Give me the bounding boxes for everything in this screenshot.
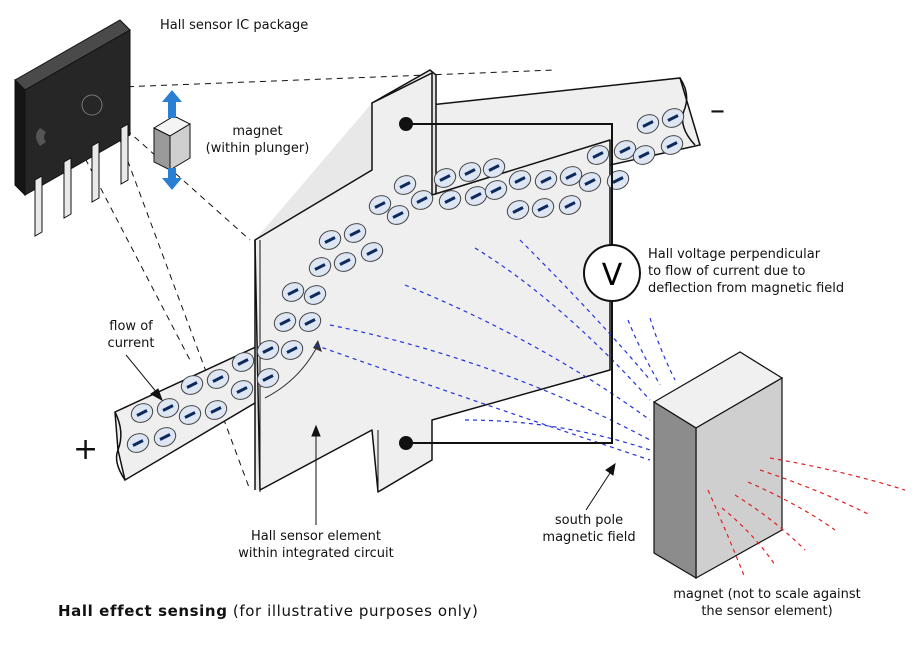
electron-icon	[273, 312, 297, 332]
plunger-magnet	[152, 115, 192, 171]
magnet-scale-label: magnet (not to scale against the sensor …	[662, 586, 872, 620]
south-pole-label: south pole magnetic field	[534, 512, 644, 546]
bottom-contact	[399, 436, 413, 450]
electron-icon	[360, 242, 384, 262]
caption-bold: Hall effect sensing	[58, 602, 228, 620]
electron-icon	[393, 175, 417, 195]
electron-icon	[256, 368, 280, 388]
magnet-icon	[652, 351, 784, 580]
electron-icon	[156, 398, 180, 418]
electron-icon	[558, 195, 582, 215]
electron-icon	[308, 257, 332, 277]
plunger-magnet-label: magnet (within plunger)	[200, 123, 315, 157]
electron-icon	[660, 135, 684, 155]
electron-icon	[178, 405, 202, 425]
plunger-magnet-label-line1: magnet	[232, 124, 283, 139]
hall-voltage-line3: deflection from magnetic field	[648, 281, 845, 296]
electron-icon	[559, 166, 583, 186]
electron-icon	[531, 198, 555, 218]
ic-package-label: Hall sensor IC package	[160, 18, 309, 33]
blue-field-lines	[314, 239, 676, 461]
electron-icon	[333, 252, 357, 272]
flow-label-line1: flow of	[109, 319, 153, 334]
electron-icon	[484, 180, 508, 200]
red-field-lines	[707, 457, 906, 579]
electron-icon	[506, 200, 530, 220]
electron-icon	[410, 190, 434, 210]
electron-icon	[632, 145, 656, 165]
electron-icon	[464, 186, 488, 206]
south-pole-line1: south pole	[554, 513, 624, 528]
electron-icon	[386, 205, 410, 225]
flow-label: flow of current	[92, 318, 170, 352]
electron-icon	[508, 170, 532, 190]
caption-normal: (for illustrative purposes only)	[227, 602, 479, 620]
annotation-arrows	[125, 354, 616, 525]
blue-arrow-icon	[162, 90, 182, 190]
electron-icon	[343, 223, 367, 243]
electron-icon	[180, 375, 204, 395]
plunger-magnet-label-line2: (within plunger)	[205, 141, 310, 156]
hall-voltage-label: Hall voltage perpendicular to flow of cu…	[648, 246, 844, 297]
deflection-arrow	[264, 344, 319, 399]
electron-icon	[204, 400, 228, 420]
electron-icon	[661, 108, 685, 128]
electron-icon	[368, 195, 392, 215]
hall-voltage-line1: Hall voltage perpendicular	[648, 247, 821, 262]
electron-icon	[280, 340, 304, 360]
sensor-element-line2: within integrated circuit	[238, 546, 394, 561]
electron-icon	[458, 162, 482, 182]
electron-icon	[153, 427, 177, 447]
hall-voltage-line2: to flow of current due to	[648, 264, 806, 279]
magnet-scale-line1: magnet (not to scale against	[673, 587, 861, 602]
sensor-element-label: Hall sensor element within integrated ci…	[226, 528, 406, 562]
circuit-wires	[406, 123, 613, 444]
electron-icon	[438, 190, 462, 210]
flow-label-line2: current	[107, 336, 155, 351]
electron-icon	[256, 340, 280, 360]
top-contact	[399, 117, 413, 131]
minus-sign: –	[710, 93, 725, 128]
electron-icon	[433, 168, 457, 188]
voltmeter-icon: V	[583, 244, 641, 302]
electron-icon	[298, 312, 322, 332]
electron-icon	[318, 230, 342, 250]
electron-icon	[130, 403, 154, 423]
ic-chip-icon	[14, 19, 131, 237]
electron-icon	[281, 282, 305, 302]
electron-icon	[482, 158, 506, 178]
sensor-element-line1: Hall sensor element	[251, 529, 381, 544]
electron-icon	[126, 433, 150, 453]
svg-text:V: V	[602, 258, 623, 293]
electron-icon	[206, 369, 230, 389]
electron-icon	[578, 172, 602, 192]
plus-sign: +	[73, 432, 99, 467]
caption: Hall effect sensing (for illustrative pu…	[58, 602, 478, 620]
electron-icon	[231, 352, 255, 372]
electron-icon	[636, 114, 660, 134]
electron-icon	[230, 380, 254, 400]
electron-icon	[613, 140, 637, 160]
electron-icon	[303, 285, 327, 305]
electron-icon	[586, 145, 610, 165]
electron-icon	[534, 170, 558, 190]
south-pole-line2: magnetic field	[542, 530, 636, 545]
magnet-scale-line2: the sensor element)	[701, 604, 833, 619]
